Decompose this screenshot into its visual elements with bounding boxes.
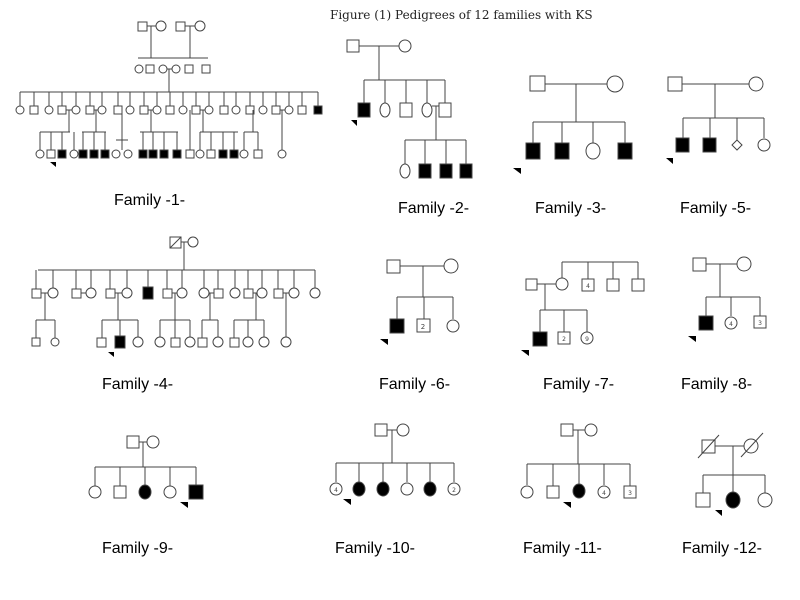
- pedigree-family-1: [15, 20, 323, 167]
- svg-text:4: 4: [602, 490, 606, 497]
- family-label-8: Family -8-: [681, 376, 753, 393]
- family-label-2: Family -2-: [398, 200, 470, 217]
- pedigree-family-6: 2: [380, 258, 460, 345]
- svg-text:2: 2: [452, 487, 456, 494]
- family-label-11: Family -11-: [523, 540, 602, 557]
- pedigree-family-4: [31, 236, 321, 357]
- svg-text:3: 3: [628, 490, 632, 497]
- family-label-12: Family -12-: [682, 540, 763, 557]
- pedigree-family-9: [88, 435, 204, 508]
- pedigree-family-11: 4 3: [520, 423, 637, 508]
- svg-text:4: 4: [334, 487, 338, 494]
- svg-text:3: 3: [758, 320, 762, 327]
- svg-text:2: 2: [421, 323, 425, 331]
- svg-text:4: 4: [729, 321, 733, 328]
- pedigree-family-12: [695, 432, 773, 516]
- svg-text:2: 2: [562, 336, 566, 343]
- family-label-7: Family -7-: [543, 376, 615, 393]
- family-label-10: Family -10-: [335, 540, 416, 557]
- svg-text:9: 9: [585, 336, 589, 343]
- family-label-9: Family -9-: [102, 540, 174, 557]
- pedigree-family-8: 4 3: [688, 256, 767, 342]
- pedigree-family-5: [666, 76, 771, 164]
- pedigree-family-3: [513, 75, 633, 174]
- family-label-4: Family -4-: [102, 376, 174, 393]
- svg-text:4: 4: [586, 283, 590, 290]
- family-label-6: Family -6-: [379, 376, 451, 393]
- figure-title: Figure (1) Pedigrees of 12 families with…: [330, 8, 593, 22]
- pedigree-family-10: 4 2: [329, 423, 461, 505]
- family-label-5: Family -5-: [680, 200, 752, 217]
- family-label-1: Family -1-: [114, 192, 186, 209]
- pedigree-family-7: 4 2 9: [521, 261, 645, 356]
- pedigree-family-2: [346, 39, 473, 179]
- family-label-3: Family -3-: [535, 200, 607, 217]
